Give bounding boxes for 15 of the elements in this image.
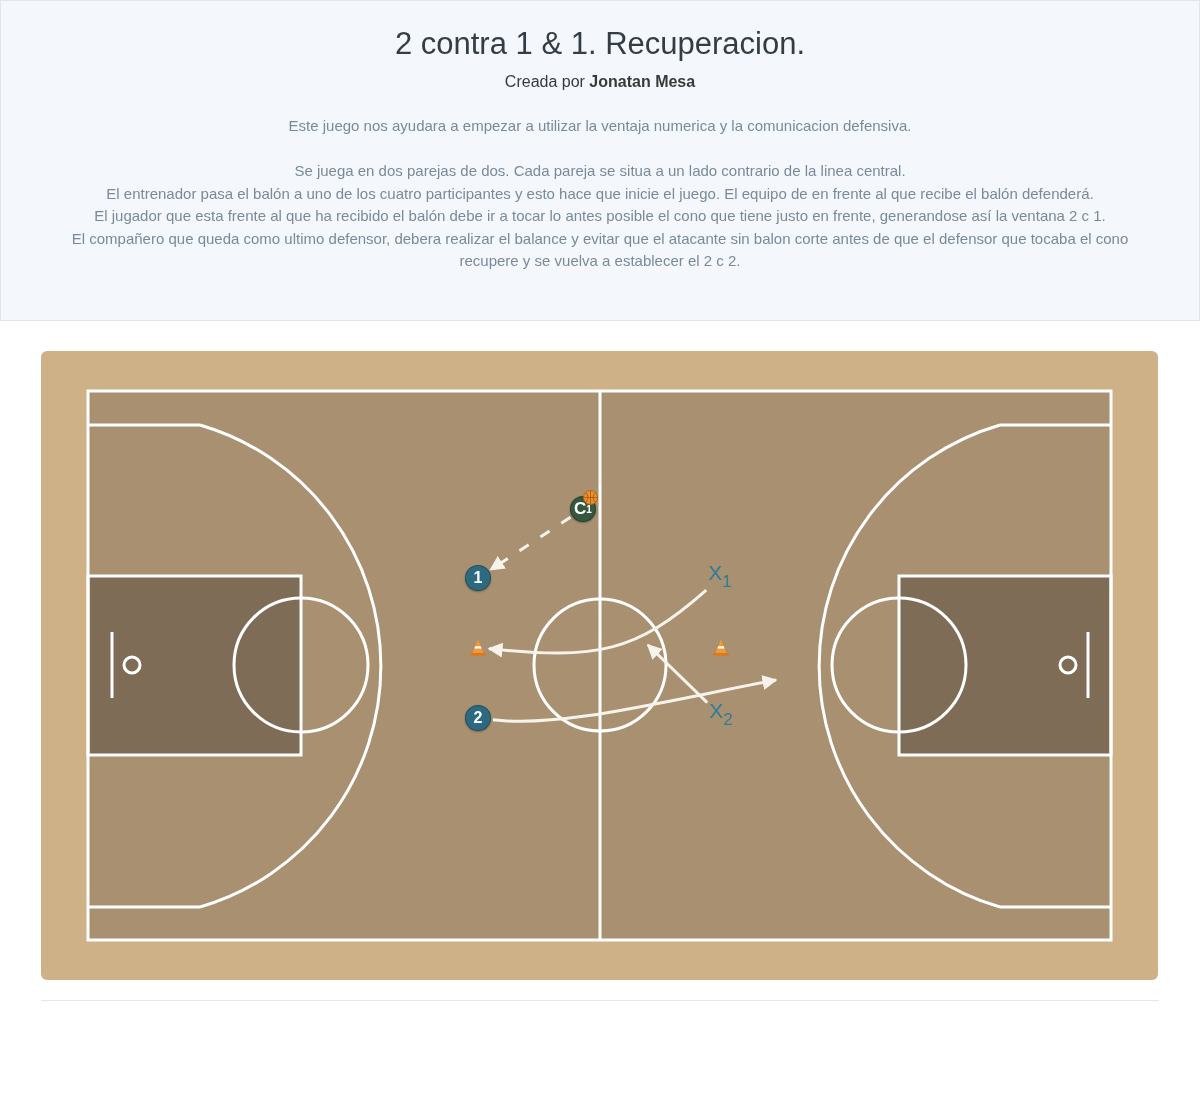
description-text: Este juego nos ayudara a empezar a utilizar la ventaja numerica y la comunicacion defensiva. <box>288 116 912 136</box>
drill-title: 2 contra 1 & 1. Recuperacion. <box>394 26 806 62</box>
cone-icon <box>712 639 730 656</box>
cone-icon <box>469 639 487 656</box>
pass-arrow <box>489 516 572 571</box>
description-text: El compañero que queda como ultimo defensor, debera realizar el balance y evitar que el atacante sin balon corte antes de que el defensor que tocaba el cono recupere y se vuelva a establecer el 2 c 2. <box>70 228 1130 271</box>
movement-arrow <box>646 643 709 704</box>
author-byline: Creada por Jonatan Mesa <box>504 72 696 92</box>
description-text: Se juega en dos parejas de dos. Cada pareja se situa a un lado contrario de la linea central. <box>294 161 906 181</box>
description-text: El jugador que esta frente al que ha recibido el balón debe ir a tocar lo antes posible el cono que tiene justo en frente, generandose así la ventana 2 c 1. <box>94 206 1106 226</box>
defender-label: X$_{1}$ <box>708 560 732 596</box>
movement-arrow <box>487 588 708 658</box>
defender-label: X$_{2}$ <box>709 698 733 734</box>
movement-arrow <box>492 675 778 723</box>
description-text: El entrenador pasa el balón a uno de los cuatro participantes y esto hace que inicie el juego. El equipo de en frente al que recibe el balón defenderá. <box>106 183 1094 204</box>
